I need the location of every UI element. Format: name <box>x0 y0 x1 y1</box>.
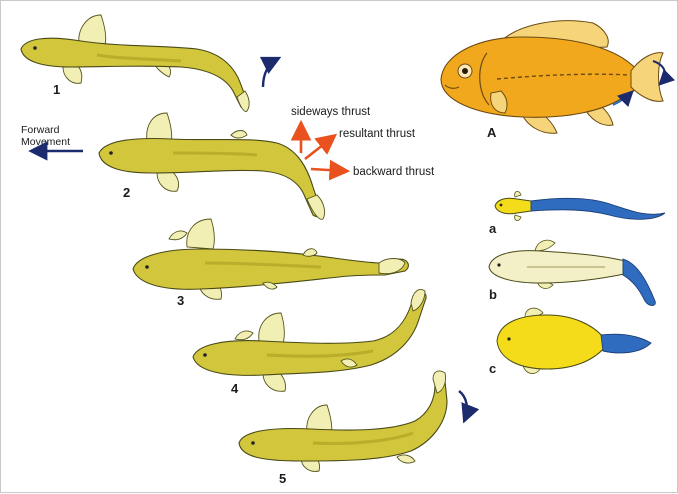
forward-movement-label-line1: Forward <box>21 124 60 136</box>
sequence-label-3: 3 <box>177 293 184 308</box>
example-label-a: a <box>489 221 497 236</box>
example-c <box>497 308 651 374</box>
curved-arrow-icon <box>263 59 277 87</box>
sideways-thrust-label: sideways thrust <box>291 106 371 118</box>
fish-2 <box>99 113 325 219</box>
goldfish-a <box>441 21 663 134</box>
fish-3 <box>133 219 408 299</box>
fish-1 <box>21 15 249 111</box>
sequence-label-2: 2 <box>123 185 130 200</box>
example-a <box>495 191 665 220</box>
curved-arrow-down-icon <box>459 391 467 419</box>
example-label-A: A <box>487 125 497 140</box>
sequence-label-1: 1 <box>53 82 60 97</box>
example-label-c: c <box>489 361 496 376</box>
backward-thrust-arrow-icon <box>311 169 345 171</box>
forward-movement-label-line2: Movement <box>21 136 70 148</box>
sequence-label-4: 4 <box>231 381 239 396</box>
fish-4 <box>193 290 426 392</box>
resultant-thrust-arrow-icon <box>305 137 333 159</box>
sequence-label-5: 5 <box>279 471 286 486</box>
example-label-b: b <box>489 287 497 302</box>
example-b <box>489 240 655 305</box>
resultant-thrust-label: resultant thrust <box>339 128 416 140</box>
backward-thrust-label: backward thrust <box>353 166 435 178</box>
